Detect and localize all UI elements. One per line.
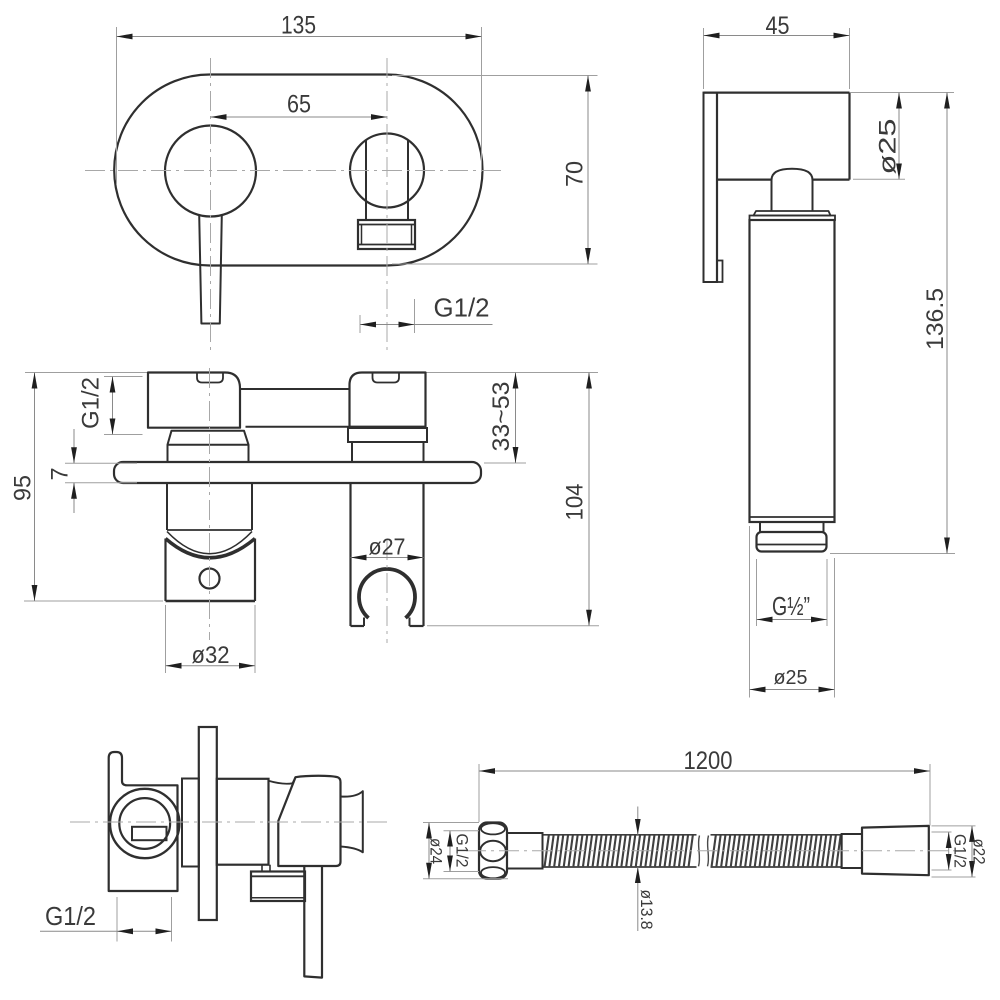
svg-text:33~53: 33~53 [488, 382, 515, 452]
svg-text:G1/2: G1/2 [45, 901, 96, 931]
svg-text:G1/2: G1/2 [452, 834, 471, 868]
svg-text:65: 65 [287, 91, 311, 119]
svg-text:135: 135 [281, 12, 316, 40]
svg-text:G1/2: G1/2 [78, 377, 105, 429]
svg-text:G½”: G½” [772, 591, 810, 621]
svg-text:136.5: 136.5 [922, 288, 949, 350]
svg-text:ø25: ø25 [774, 667, 808, 689]
svg-text:70: 70 [562, 161, 589, 187]
svg-text:ø32: ø32 [192, 642, 230, 669]
svg-text:G1/2: G1/2 [434, 293, 490, 323]
svg-text:ø24: ø24 [426, 838, 445, 864]
svg-text:G1/2: G1/2 [950, 834, 969, 868]
svg-text:104: 104 [562, 484, 589, 521]
svg-text:95: 95 [10, 475, 37, 501]
svg-text:45: 45 [766, 12, 790, 40]
svg-text:ø27: ø27 [369, 534, 406, 560]
svg-text:7: 7 [47, 468, 74, 481]
svg-text:ø22: ø22 [969, 839, 988, 865]
svg-text:ø25: ø25 [874, 119, 901, 175]
svg-text:ø13.8: ø13.8 [637, 890, 656, 930]
svg-text:1200: 1200 [684, 747, 733, 775]
